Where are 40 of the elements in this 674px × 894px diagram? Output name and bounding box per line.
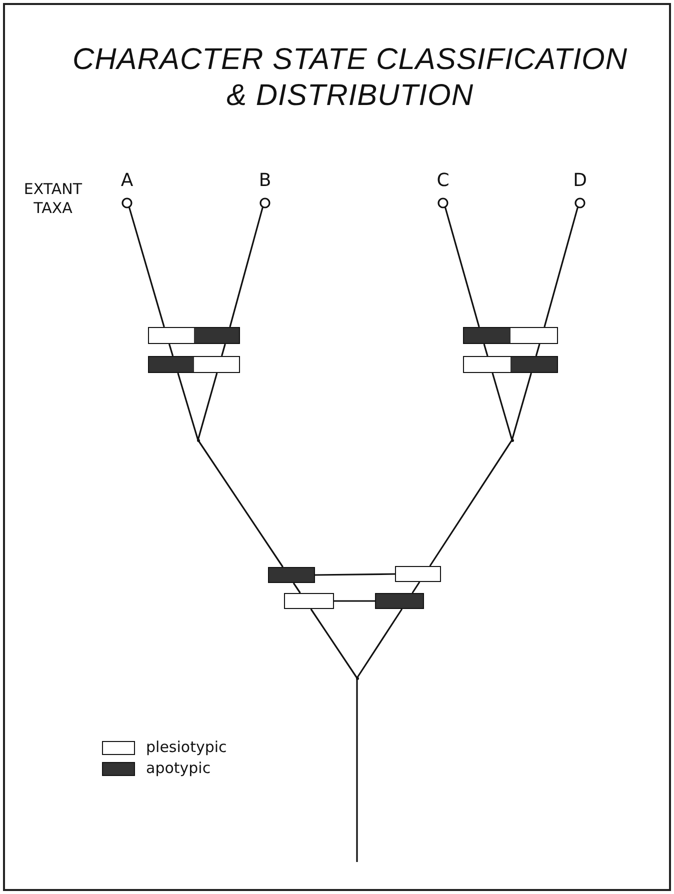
character-state-bar [463,327,558,344]
branch-line [177,372,199,440]
branch-line [535,344,540,356]
taxon-label: D [572,171,588,191]
character-state-bar [395,566,441,582]
branch-line [412,582,420,594]
branch-line [310,608,358,678]
branch-line [492,372,513,440]
character-state-bar [463,356,558,373]
legend-label: apotypic [146,759,211,778]
branch-line [544,207,578,328]
branch-line [444,207,480,328]
branch-point [196,438,200,442]
branch-line [356,608,403,678]
branch-line [197,440,284,568]
branch-line [229,207,264,328]
branch-line [168,344,174,356]
character-state-bar [268,567,315,583]
diagram-title: CHARACTER STATE CLASSIFICATION & DISTRIBUTION [71,42,629,114]
branch-line [356,678,358,862]
branch-line [483,344,488,356]
branch-line [511,372,532,440]
branch-point [356,676,358,680]
legend-label: plesiotypic [146,738,227,757]
branch-point [510,438,514,442]
branch-line [334,600,375,602]
branch-line [429,440,513,566]
branch-line [197,372,218,440]
taxon-label: B [258,171,272,191]
character-state-bar [148,356,240,373]
branch-line [292,582,301,594]
character-state-bar [148,327,240,344]
axis-note: EXTANT TAXA [22,180,84,218]
branch-line [128,207,165,328]
taxon-label: C [436,171,450,191]
character-state-bar [375,593,424,609]
branch-line [220,344,226,356]
taxon-label: A [120,171,134,191]
branch-line [314,573,396,576]
character-state-bar [284,593,334,609]
